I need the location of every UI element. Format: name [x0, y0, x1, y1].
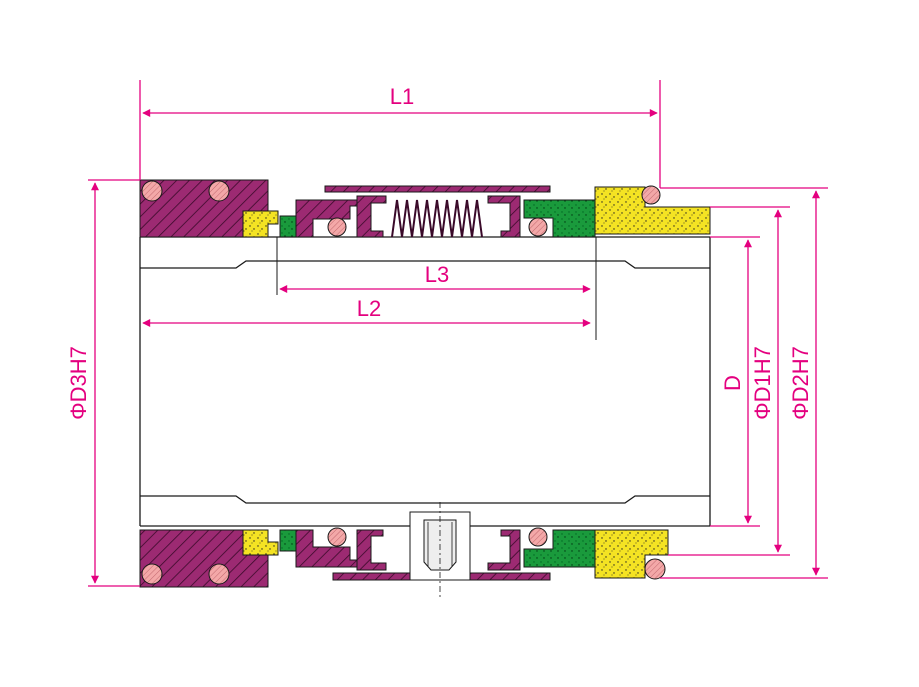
label-l3: L3 [425, 262, 449, 287]
label-l2: L2 [357, 296, 381, 321]
spring-retainer-left-bottom [356, 529, 387, 571]
o-rings-top [141, 180, 661, 237]
spring-retainer-right-top [487, 195, 521, 238]
o-ring [208, 180, 230, 202]
label-d2: ΦD2H7 [788, 346, 813, 420]
seal-top-half [139, 179, 711, 238]
spring-coil [391, 199, 483, 238]
o-ring [208, 563, 230, 585]
dimension-lines [88, 80, 828, 587]
o-ring [644, 558, 666, 580]
shaft-sleeve [139, 236, 711, 527]
stationary-seat-top [242, 210, 279, 238]
o-ring [141, 180, 163, 202]
o-ring [528, 527, 548, 547]
o-ring [641, 185, 661, 205]
rotating-ring-bottom [295, 529, 364, 568]
spring-retainer-left-top [356, 195, 387, 238]
o-ring [327, 527, 347, 547]
o-rings-bottom [141, 527, 666, 585]
seal-bottom-half [139, 502, 669, 597]
label-d: D [720, 375, 745, 391]
secondary-seat-bottom [594, 529, 669, 579]
label-d1: ΦD1H7 [750, 346, 775, 420]
o-ring [327, 217, 347, 237]
label-d3: ΦD3H7 [66, 346, 91, 420]
label-l1: L1 [390, 84, 414, 109]
spring-sleeve-top [324, 185, 551, 193]
stationary-seat-bottom [242, 529, 279, 556]
o-ring [141, 563, 163, 585]
o-ring [528, 217, 548, 237]
spring-retainer-right-bottom [487, 529, 521, 571]
